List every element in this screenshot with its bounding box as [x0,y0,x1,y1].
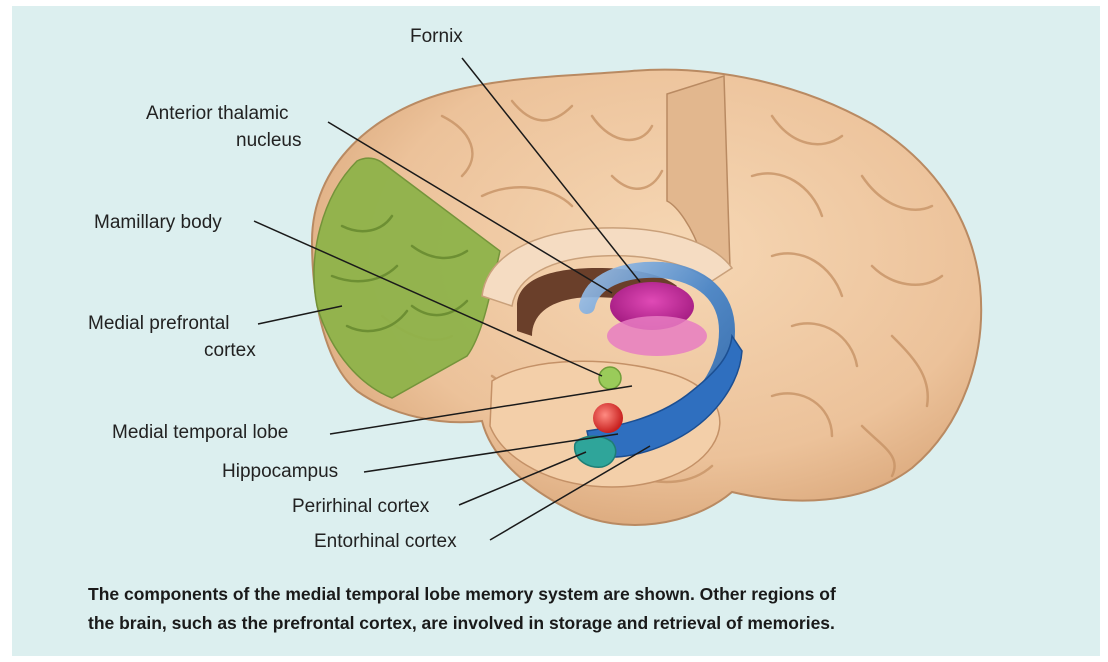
amygdala [593,403,623,433]
medial-temporal-lobe-leader [329,385,633,435]
leader-lines [253,57,651,541]
label-anterior-thalamic-line1: Anterior thalamic [146,103,289,124]
label-perirhinal-cortex: Perirhinal cortex [292,496,430,517]
thalamus-pink [607,316,707,356]
fornix-leader [461,57,641,283]
hippocampus-leader [363,433,619,473]
medial-prefrontal-leader [257,305,343,325]
label-entorhinal-cortex: Entorhinal cortex [314,531,457,552]
prefrontal-gyri [330,214,469,333]
medial-prefrontal-cortex [313,157,501,399]
label-medial-temporal-lobe: Medial temporal lobe [112,422,288,443]
caption-line-2: the brain, such as the prefrontal cortex… [88,613,835,633]
brain-diagram: Fornix Anterior thalamic nucleus Mamilla… [88,26,983,552]
label-hippocampus: Hippocampus [222,461,338,482]
label-medial-prefrontal-line2: cortex [204,340,256,361]
label-fornix: Fornix [410,26,463,47]
entorhinal-cortex [573,435,617,468]
mamillary-body-leader [253,220,603,377]
label-medial-prefrontal-line1: Medial prefrontal [88,313,230,334]
figure-caption: The components of the medial temporal lo… [88,580,1008,638]
label-mamillary-body: Mamillary body [94,212,222,233]
perirhinal-leader [458,451,587,506]
anterior-thalamic-leader [327,121,613,294]
hippocampus [586,333,743,458]
label-anterior-thalamic-line2: nucleus [236,130,302,151]
figure-panel: Fornix Anterior thalamic nucleus Mamilla… [12,6,1100,656]
caption-line-1: The components of the medial temporal lo… [88,584,836,604]
entorhinal-leader [489,445,651,541]
mamillary-body [598,366,622,390]
